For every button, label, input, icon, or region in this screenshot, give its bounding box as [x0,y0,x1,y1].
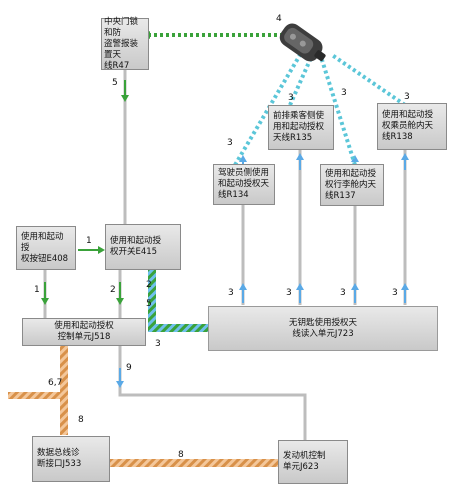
label-5: 5 [112,78,118,88]
gateway-j533-box: 数据总线诊 断接口J533 [32,436,110,482]
orange-bus [8,345,278,467]
label-3-r137: 3 [341,88,347,98]
switch-e415-box: 使用和起动授 权开关E415 [105,224,181,270]
label-2: 2 [110,285,116,295]
antenna-r137-box: 使用和起动授 权行李舱内天 线R137 [320,164,384,206]
reader-unit-j723-box: 无钥匙使用授权天 线读入单元J723 [208,306,438,351]
antenna-r134-box: 驾驶员侧使用 和起动授权天 线R134 [213,164,275,205]
label-3-j518: 3 [155,339,161,349]
antenna-r138-box: 使用和起动授 权乘员舱内天 线R138 [377,103,447,150]
label-3-j138: 3 [392,288,398,298]
label-1b: 1 [34,285,40,295]
label-3-r134: 3 [227,138,233,148]
radio-links [148,33,407,167]
label-2b: 2 [146,280,152,290]
car-key-icon [279,23,326,62]
arrow-markers [41,80,409,388]
label-3-j134: 3 [228,288,234,298]
label-6-7: 6,7 [48,378,63,388]
control-unit-j518-box: 使用和起动授权 控制单元J518 [22,318,146,346]
label-1: 1 [86,236,92,246]
label-8: 8 [78,415,84,425]
button-e408-box: 使用和起动授 权按钮E408 [16,226,76,270]
gb-bus [148,270,210,332]
label-9: 9 [126,363,132,373]
label-8b: 8 [178,450,184,460]
gray-links [43,70,407,440]
label-3-j137: 3 [340,288,346,298]
engine-j623-box: 发动机控制 单元J623 [278,440,348,484]
antenna-r135-box: 前排乘客侧使 用和起动授权 天线R135 [268,105,334,150]
label-5b: 5 [146,299,152,309]
antenna-r47-box: 中央门锁和防 盗警报装置天 线R47 [101,17,149,71]
label-3-r135: 3 [288,93,294,103]
label-3-j135: 3 [286,288,292,298]
label-3-r138: 3 [404,92,410,102]
label-4: 4 [276,14,282,24]
